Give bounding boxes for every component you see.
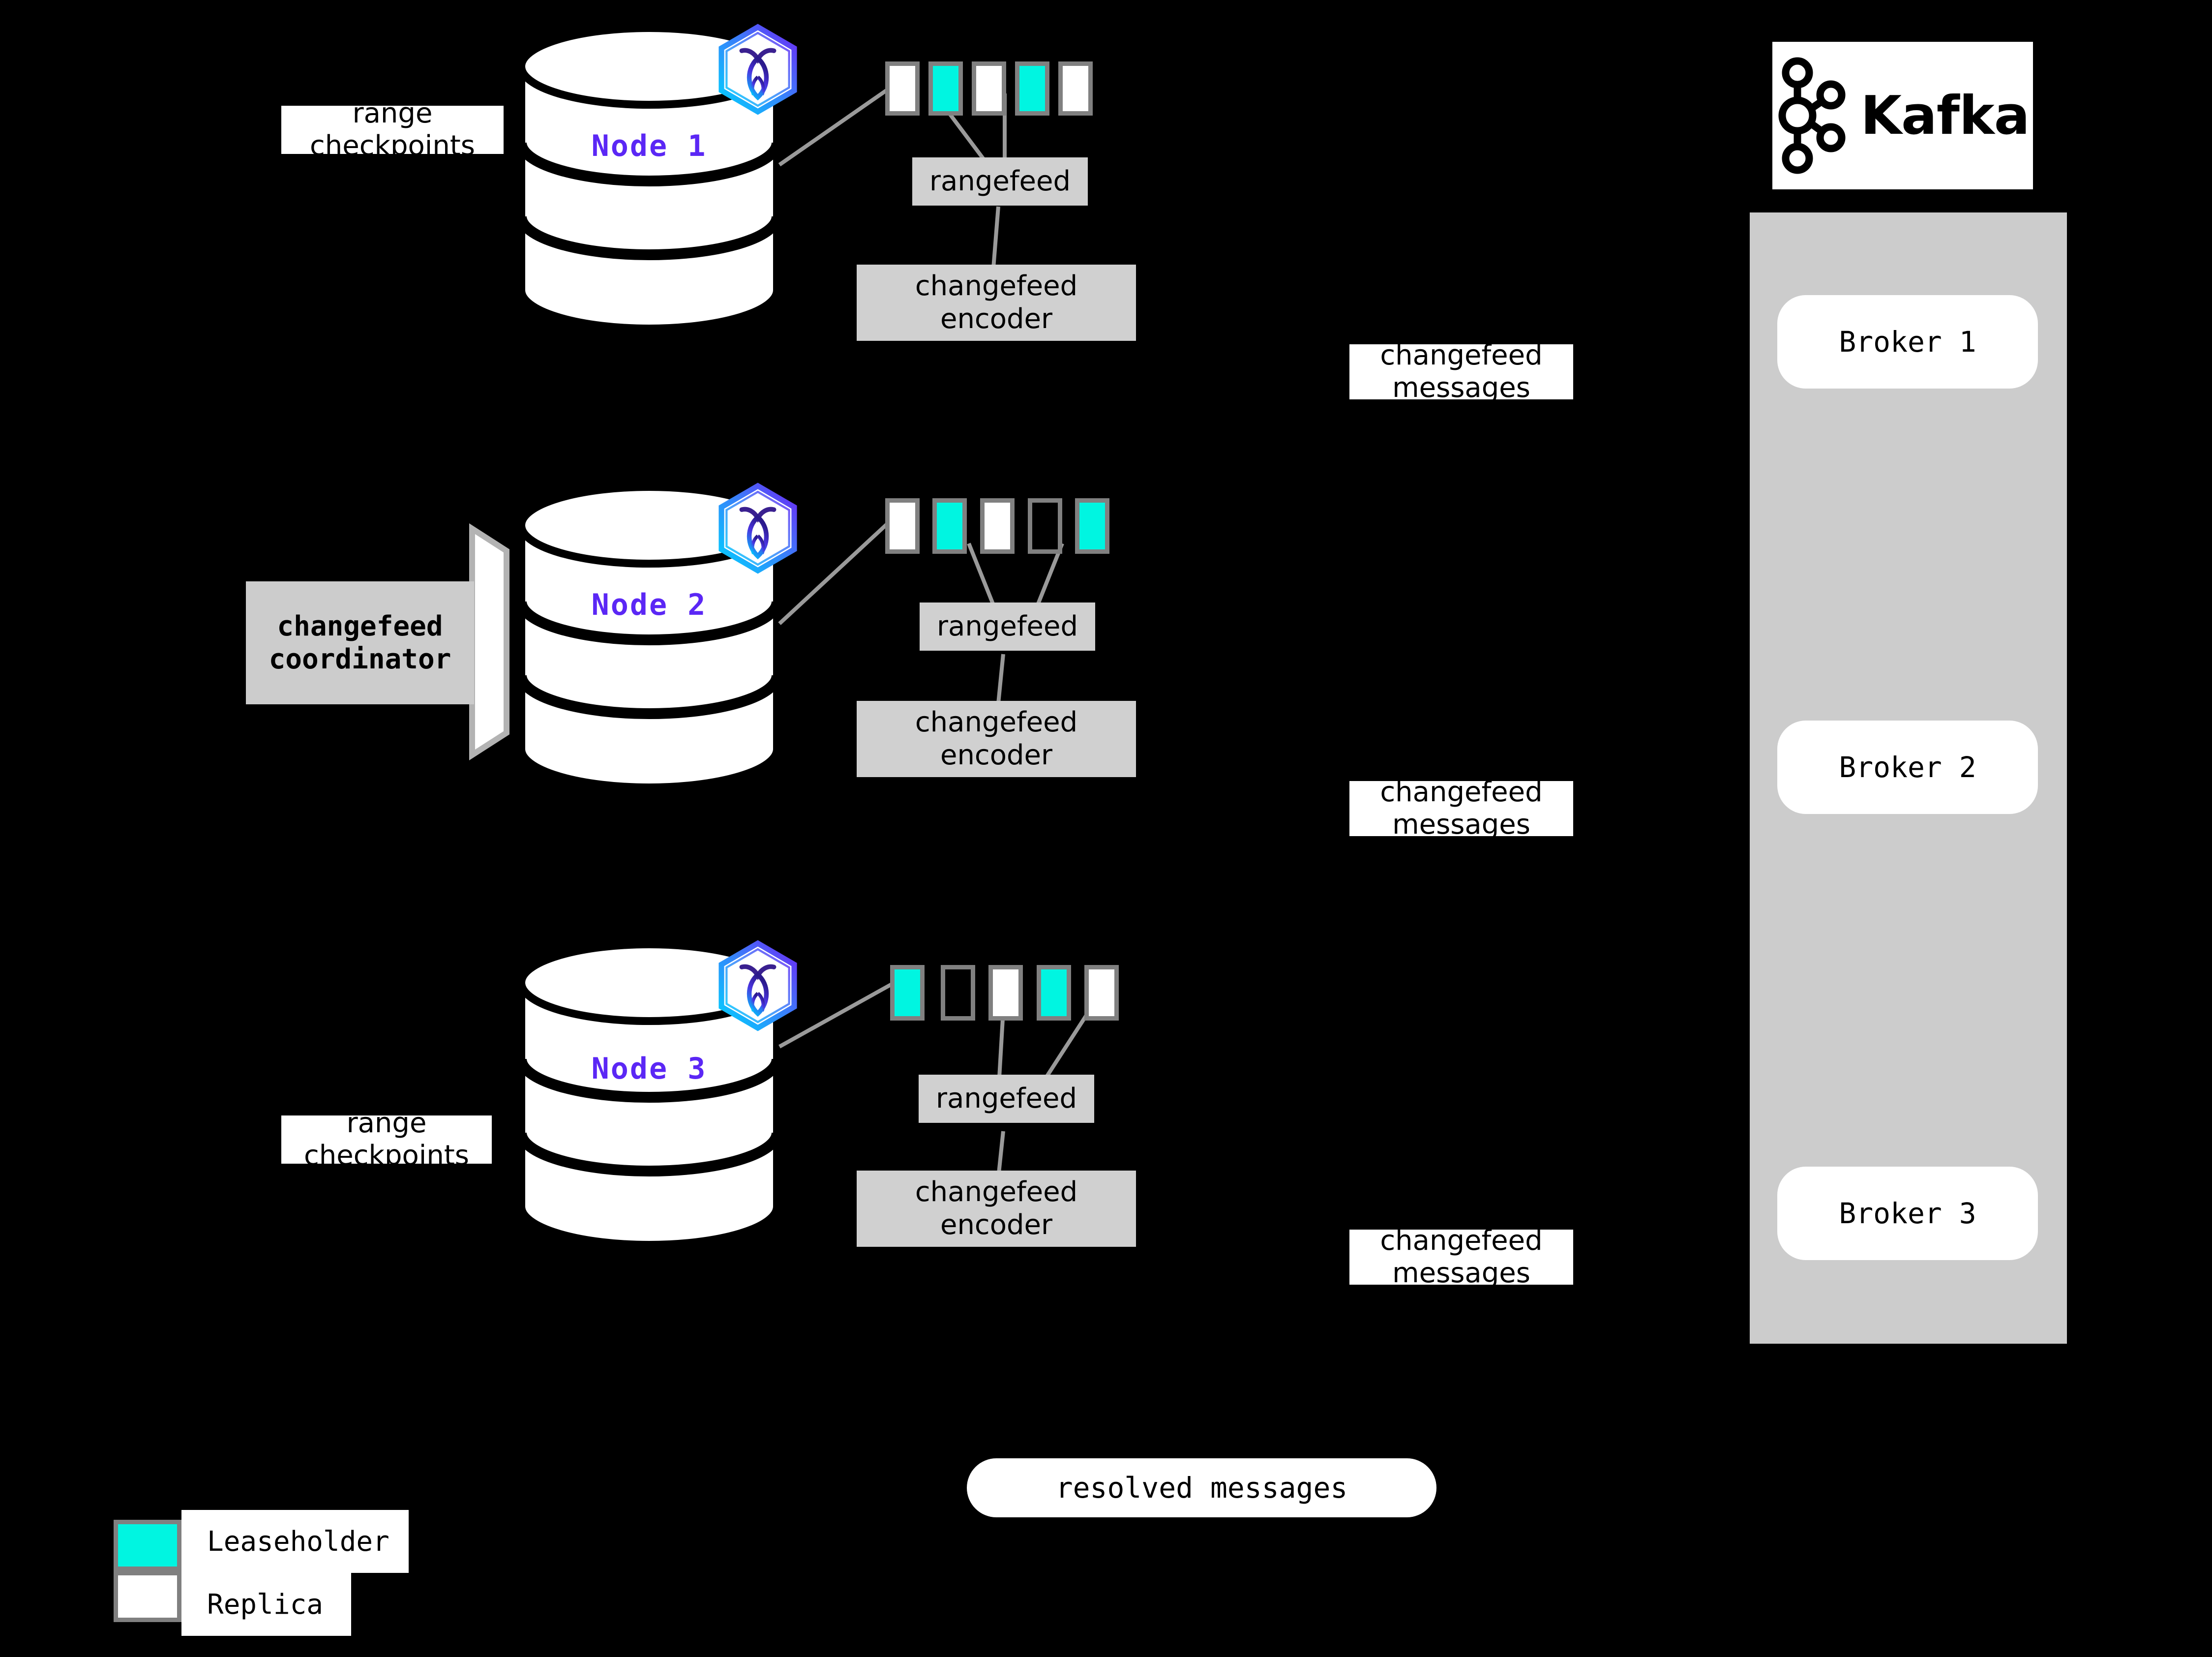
encoder-line1: changefeed [915, 706, 1078, 739]
node-3-cylinder [516, 940, 782, 1249]
resolved-messages-pill: resolved messages [967, 1458, 1436, 1517]
broker-label: Broker 1 [1839, 325, 1976, 359]
cockroachdb-hexagon-icon [718, 482, 797, 574]
node-3-label: Node 3 [591, 1052, 707, 1086]
changefeed-coordinator-box[interactable]: changefeed coordinator [246, 581, 474, 704]
legend-label-replica: Replica [181, 1573, 351, 1636]
coordinator-line1: changefeed [277, 610, 443, 642]
legend-text: Leaseholder [207, 1525, 389, 1558]
range-box-empty[interactable] [941, 965, 975, 1021]
range-box-replica[interactable] [980, 498, 1015, 554]
range-checkpoints-line2: checkpoints [310, 130, 475, 162]
node-2-cylinder [516, 483, 782, 791]
encoder-line2: encoder [940, 1208, 1053, 1241]
changefeed-messages-line2: messages [1392, 372, 1530, 404]
node-1-rangefeed-box[interactable]: rangefeed [912, 157, 1088, 206]
legend-swatch-replica [114, 1571, 181, 1622]
rangefeed-label: rangefeed [937, 610, 1078, 642]
node-1-range-checkpoints-label: range checkpoints [281, 97, 504, 162]
cockroachdb-hexagon-icon [718, 940, 797, 1031]
broker-1-box[interactable]: Broker 1 [1777, 295, 2038, 389]
changefeed-messages-label-2: changefeed messages [1349, 776, 1573, 841]
coordinator-line2: coordinator [269, 643, 451, 675]
changefeed-messages-line1: changefeed [1380, 339, 1543, 371]
range-box-leaseholder[interactable] [1075, 498, 1109, 554]
kafka-brand-label: Kafka [1860, 85, 2030, 147]
broker-2-box[interactable]: Broker 2 [1777, 721, 2038, 814]
range-box-replica[interactable] [885, 61, 920, 116]
legend-label-leaseholder: Leaseholder [181, 1510, 409, 1573]
encoder-line1: changefeed [915, 1176, 1078, 1208]
connector-node2-rangefeed-encoder [996, 654, 1005, 704]
broker-label: Broker 3 [1839, 1197, 1976, 1230]
range-checkpoints-line1: range [346, 1107, 427, 1139]
kafka-node-graph-icon [1778, 57, 1846, 174]
legend-text: Replica [207, 1588, 324, 1621]
connector-node2-ranges [778, 517, 894, 625]
node-2-rangefeed-box[interactable]: rangefeed [920, 603, 1095, 651]
range-box-leaseholder[interactable] [1015, 61, 1049, 116]
connector-node1-rangefeed-encoder [991, 206, 1000, 269]
node-3-range-checkpoints-label: range checkpoints [281, 1107, 492, 1172]
range-box-replica[interactable] [988, 965, 1023, 1021]
range-box-replica[interactable] [1084, 965, 1119, 1021]
range-box-leaseholder[interactable] [1037, 965, 1071, 1021]
node-3-rangefeed-box[interactable]: rangefeed [919, 1075, 1094, 1123]
range-checkpoints-line2: checkpoints [304, 1140, 469, 1172]
connector-node3-ranges [778, 982, 894, 1049]
changefeed-messages-line1: changefeed [1380, 776, 1543, 808]
range-box-replica[interactable] [885, 498, 920, 554]
changefeed-messages-label-3: changefeed messages [1349, 1225, 1573, 1289]
range-box-replica[interactable] [972, 61, 1006, 116]
changefeed-messages-line1: changefeed [1380, 1224, 1543, 1257]
node-2-changefeed-encoder-box[interactable]: changefeed encoder [857, 701, 1136, 777]
node-1-label: Node 1 [591, 129, 707, 163]
encoder-line1: changefeed [915, 270, 1078, 302]
range-box-leaseholder[interactable] [932, 498, 967, 554]
kafka-logo-plate: Kafka [1772, 42, 2033, 189]
rangefeed-label: rangefeed [929, 165, 1071, 197]
resolved-messages-label: resolved messages [1055, 1471, 1348, 1505]
cockroachdb-hexagon-icon [718, 24, 797, 115]
range-box-leaseholder[interactable] [890, 965, 925, 1021]
changefeed-messages-line2: messages [1392, 1257, 1530, 1289]
rangefeed-label: rangefeed [936, 1082, 1077, 1115]
encoder-line2: encoder [940, 739, 1053, 771]
coordinator-callout-wedge [469, 523, 509, 760]
node-1-changefeed-encoder-box[interactable]: changefeed encoder [857, 265, 1136, 341]
range-box-replica[interactable] [1058, 61, 1093, 116]
node-1-cylinder [516, 24, 782, 332]
encoder-line2: encoder [940, 302, 1053, 335]
range-box-empty[interactable] [1028, 498, 1062, 554]
legend-swatch-leaseholder [114, 1520, 181, 1571]
node-2-label: Node 2 [591, 588, 707, 622]
broker-3-box[interactable]: Broker 3 [1777, 1167, 2038, 1260]
changefeed-messages-line2: messages [1392, 809, 1530, 841]
range-checkpoints-line1: range [352, 97, 433, 129]
range-box-leaseholder[interactable] [928, 61, 963, 116]
node-3-changefeed-encoder-box[interactable]: changefeed encoder [857, 1171, 1136, 1247]
broker-label: Broker 2 [1839, 751, 1976, 784]
connector-node1-ranges [778, 84, 894, 167]
changefeed-messages-label-1: changefeed messages [1349, 339, 1573, 404]
